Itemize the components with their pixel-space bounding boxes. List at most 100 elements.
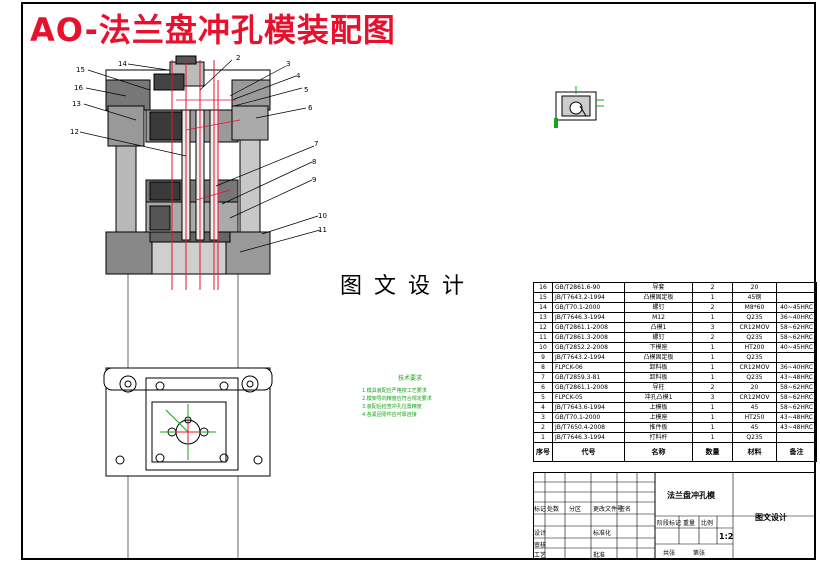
bom-cell: CR12MOV: [732, 392, 777, 403]
tb-label: 标记: [534, 506, 547, 513]
bom-cell: [776, 292, 817, 303]
tb-label: 批准: [593, 552, 606, 559]
bom-cell: [776, 282, 817, 293]
bom-cell: JB/T7643.2-1994: [552, 352, 625, 363]
bom-cell: 凸模1: [624, 322, 693, 333]
bom-cell: 螺钉: [624, 302, 693, 313]
bom-cell: 58~62HRC: [776, 402, 817, 413]
callout-number: 13: [72, 100, 81, 108]
bom-cell: GB/T2859.3-81: [552, 372, 625, 383]
bom-cell: 1: [692, 352, 733, 363]
projection-lines: [127, 274, 239, 560]
callout-number: 4: [296, 72, 301, 80]
bom-cell: JB/T7643.6-1994: [552, 402, 625, 413]
bom-cell: Q235: [732, 332, 777, 343]
bom-cell: 7: [533, 372, 553, 383]
tech-note: 3.装配后检查冲孔位置精度: [362, 403, 422, 410]
bom-cell: GB/T2861.1-2008: [552, 322, 625, 333]
callout-number: 8: [312, 158, 316, 166]
tech-note: 2.模架导向精度应符合规定要求: [362, 395, 432, 402]
plan-view: [103, 367, 273, 477]
callout-number: 14: [118, 60, 127, 68]
leader-lines: [79, 59, 321, 253]
tb-label: 设计: [534, 530, 547, 537]
bom-cell: Q235: [732, 312, 777, 323]
bom-cell: 45: [732, 422, 777, 433]
bom-cell: 16: [533, 282, 553, 293]
bom-cell: 卸料板: [624, 372, 693, 383]
bom-cell: GB/T70.1-2000: [552, 412, 625, 423]
bom-cell: 9: [533, 352, 553, 363]
bom-cell: 58~62HRC: [776, 392, 817, 403]
bom-cell: 上模板: [624, 402, 693, 413]
bom-cell: CR12MOV: [732, 322, 777, 333]
bom-cell: 1: [692, 362, 733, 373]
bom-cell: 3: [692, 392, 733, 403]
bom-cell: 推件板: [624, 422, 693, 433]
callout-number: 5: [304, 86, 308, 94]
bom-cell: 下模座: [624, 342, 693, 353]
callout-number: 2: [236, 54, 240, 62]
bom-cell: 43~48HRC: [776, 412, 817, 423]
bom-cell: 45: [732, 402, 777, 413]
tb-label: 重量: [683, 520, 696, 527]
bom-header-cell: 序号: [533, 442, 553, 462]
plan-view-red-marks: [176, 420, 200, 444]
bom-cell: 2: [692, 282, 733, 293]
tb-label: 审核: [534, 542, 547, 549]
bom-cell: FLPCK-05: [552, 392, 625, 403]
bom-cell: 2: [692, 382, 733, 393]
bom-cell: 13: [533, 312, 553, 323]
bom-cell: 3: [692, 322, 733, 333]
bom-cell: [776, 432, 817, 443]
callout-number: 7: [314, 140, 318, 148]
bom-cell: 1: [692, 292, 733, 303]
bom-cell: 1: [692, 412, 733, 423]
bom-header-cell: 名称: [624, 442, 693, 462]
sheet-border: [21, 2, 816, 560]
bom-cell: 1: [533, 432, 553, 443]
front-section-view: [105, 55, 271, 275]
technical-notes: 技术要求 1.模具装配应严格按工艺要求 2.模架导向精度应符合规定要求 3.装配…: [362, 374, 432, 418]
bom-cell: 12: [533, 322, 553, 333]
bom-cell: 2: [692, 302, 733, 313]
tb-label: 第张: [693, 550, 706, 557]
bom-cell: Q235: [732, 372, 777, 383]
bom-cell: 冲孔凸模1: [624, 392, 693, 403]
bom-cell: 凸模固定板: [624, 352, 693, 363]
bom-header-row: 序号代号名称数量材料备注: [533, 442, 817, 462]
bom-header-cell: 材料: [732, 442, 777, 462]
bom-cell: 3: [533, 412, 553, 423]
bom-cell: 45钢: [732, 292, 777, 303]
drawing-name: 法兰盘冲孔模: [667, 491, 715, 500]
bom-cell: 6: [533, 382, 553, 393]
page-title: AO-法兰盘冲孔模装配图: [30, 11, 396, 49]
bom-cell: 凸模固定板: [624, 292, 693, 303]
red-leader-lines: [176, 99, 241, 201]
workpiece-detail: [554, 86, 604, 128]
callout-number: 9: [312, 176, 316, 184]
callout-number: 10: [318, 212, 327, 220]
tb-label: 工艺: [534, 552, 547, 559]
bom-cell: CR12MOV: [732, 362, 777, 373]
bom-cell: 2: [692, 332, 733, 343]
bom-cell: 8: [533, 362, 553, 373]
bom-cell: 导套: [624, 282, 693, 293]
bom-cell: M12: [624, 312, 693, 323]
callout-numbers: 15 14 2 3 4 5 6 16 13 12 7 8 9 10 11: [70, 54, 327, 234]
bom-cell: 导柱: [624, 382, 693, 393]
bom-cell: 1: [692, 312, 733, 323]
bom-cell: FLPCK-06: [552, 362, 625, 373]
bom-cell: JB/T7646.3-1994: [552, 432, 625, 443]
